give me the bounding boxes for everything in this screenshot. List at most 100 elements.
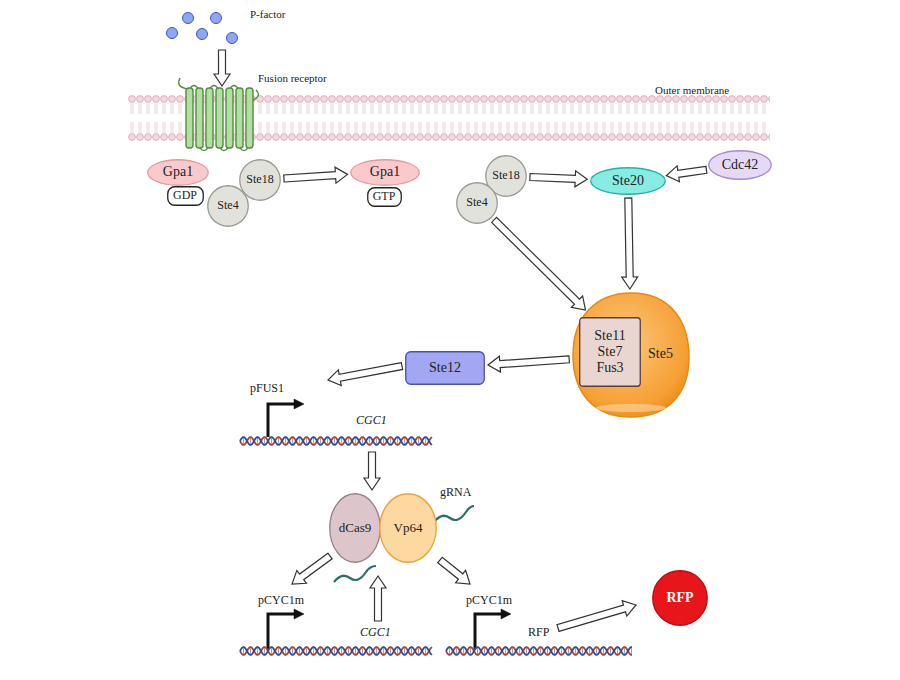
node-text: Ste4 — [217, 199, 238, 213]
node-text: Ste18 — [492, 169, 519, 183]
dna-rung — [418, 647, 419, 655]
node-outline — [457, 183, 498, 224]
node-label: GDP — [173, 189, 197, 203]
dna-strand — [240, 437, 432, 445]
dna-rung — [512, 647, 513, 655]
receptor-helix — [186, 88, 193, 148]
dna-rung — [456, 647, 457, 655]
dna-rung — [404, 437, 405, 445]
dna-rung — [292, 647, 293, 655]
annotation-label: P-factor — [250, 8, 285, 21]
node-label: Ste12 — [429, 360, 461, 376]
transcription-factor-box: Ste12 — [405, 351, 485, 385]
flow-arrow — [292, 553, 332, 584]
dna-rung — [362, 437, 363, 445]
receptor-c-terminus — [253, 90, 258, 100]
subunit-circle: Ste4 — [456, 182, 498, 224]
dna-rung — [519, 647, 520, 655]
dna-rung — [540, 647, 541, 655]
node-outline — [240, 160, 281, 201]
dna-rung — [320, 437, 321, 445]
node-text: Ste18 — [246, 173, 273, 187]
dna-rung — [397, 647, 398, 655]
annotation-label: CGC1 — [360, 626, 391, 640]
dna-rung — [278, 437, 279, 445]
dna-rung — [299, 647, 300, 655]
dna-rung — [278, 647, 279, 655]
dna-rung — [313, 437, 314, 445]
node-label: Ste4 — [466, 196, 487, 210]
dna-rung — [369, 437, 370, 445]
dna-rung — [390, 647, 391, 655]
dna-rung — [547, 647, 548, 655]
dna-rung — [603, 647, 604, 655]
node-label: dCas9 — [339, 521, 372, 536]
flow-arrow — [214, 50, 230, 86]
dna-rung — [390, 437, 391, 445]
node-label: Fus3 — [594, 360, 625, 376]
dna-rung — [418, 437, 419, 445]
dna-strand — [446, 647, 632, 655]
node-text: Vp64 — [394, 521, 423, 536]
dna-rung — [631, 647, 632, 655]
dna-rung — [505, 647, 506, 655]
node-outline — [367, 188, 401, 207]
receptor-helix — [246, 88, 253, 148]
dna-rung — [397, 437, 398, 445]
dna-rung — [327, 647, 328, 655]
scaffold-blob: Ste5Ste11Ste7Fus3 — [572, 292, 690, 418]
node-text: Ste20 — [612, 173, 644, 189]
node-text: Cdc42 — [722, 157, 759, 173]
dna-rung — [292, 437, 293, 445]
dna-rung — [463, 647, 464, 655]
node-outline — [167, 187, 203, 206]
node-outline — [406, 352, 485, 385]
dna-rung — [341, 647, 342, 655]
protein-ellipse: Gpa1 — [147, 159, 209, 186]
flow-arrow — [364, 452, 380, 490]
node-outline — [573, 293, 689, 417]
signal-arrow — [488, 356, 569, 372]
flow-arrow — [557, 601, 636, 632]
dna-rung — [617, 647, 618, 655]
dna-rung — [257, 647, 258, 655]
promoter-symbol — [475, 614, 503, 649]
node-label: Gpa1 — [163, 164, 193, 180]
dna-rung — [348, 437, 349, 445]
node-text: Gpa1 — [370, 164, 400, 180]
receptor-helix — [226, 88, 233, 148]
node-label: Ste11 — [594, 328, 625, 344]
signal-arrow — [284, 167, 348, 183]
receptor-helix — [206, 88, 213, 148]
fusion-receptor — [179, 78, 259, 151]
protein-ellipse: Gpa1 — [350, 159, 420, 186]
dna-rung — [264, 437, 265, 445]
node-label: Vp64 — [394, 521, 423, 536]
node-label: GTP — [373, 190, 396, 204]
dna-rung — [327, 437, 328, 445]
dna-rung — [383, 437, 384, 445]
node-outline — [580, 318, 641, 387]
node-label: Cdc42 — [722, 157, 759, 173]
dna-strand — [240, 647, 432, 655]
promoter-head — [294, 399, 304, 409]
annotation-label: CGC1 — [356, 414, 387, 428]
dna-rung — [313, 647, 314, 655]
dna-rung — [411, 647, 412, 655]
dna-helix — [240, 647, 432, 655]
flow-arrow — [438, 557, 470, 584]
dna-rung — [299, 437, 300, 445]
p-factor-dot — [211, 13, 222, 24]
signal-arrow — [492, 217, 586, 310]
dna-rung — [425, 437, 426, 445]
dna-rung — [285, 437, 286, 445]
dna-rung — [561, 647, 562, 655]
node-outline — [591, 168, 666, 195]
activator-ellipse: Vp64 — [379, 493, 437, 563]
dna-rung — [383, 647, 384, 655]
node-label: Gpa1 — [370, 164, 400, 180]
node-label: Ste5 — [648, 346, 673, 362]
node-text: Ste12 — [429, 360, 461, 376]
dna-rung — [264, 647, 265, 655]
